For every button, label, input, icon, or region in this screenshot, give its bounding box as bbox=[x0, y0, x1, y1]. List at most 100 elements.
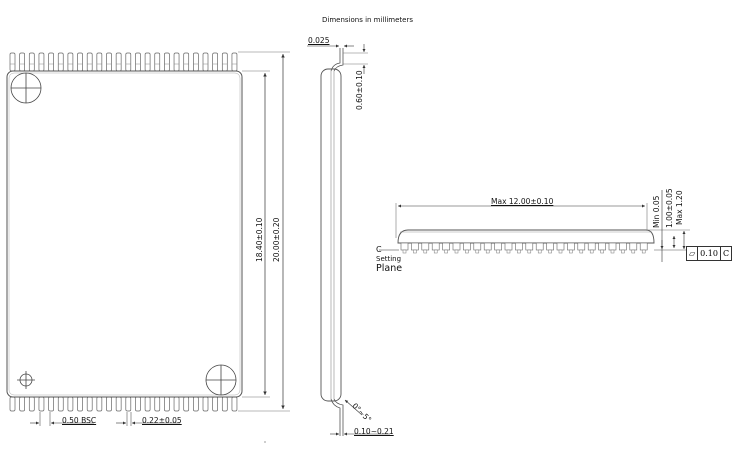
pin bbox=[567, 242, 575, 251]
pin bbox=[106, 396, 112, 412]
pin bbox=[86, 52, 93, 72]
ejector-mark-icon bbox=[205, 364, 237, 396]
lead-thickness-label: 0.025 bbox=[308, 36, 330, 45]
pin bbox=[57, 396, 64, 412]
datum-caption-plane: Plane bbox=[376, 263, 403, 274]
pin bbox=[48, 52, 54, 72]
pin bbox=[154, 52, 161, 72]
pin bbox=[96, 52, 103, 72]
pin bbox=[619, 242, 627, 251]
pin bbox=[19, 52, 25, 72]
pin bbox=[494, 242, 502, 251]
pin bbox=[535, 242, 544, 251]
package-body bbox=[6, 70, 243, 398]
pin bbox=[144, 52, 151, 72]
long-side-view bbox=[379, 190, 690, 262]
pin bbox=[173, 52, 180, 72]
flatness-value: 0.10 bbox=[698, 247, 721, 260]
pin bbox=[483, 242, 492, 251]
pin bbox=[473, 242, 482, 251]
pin bbox=[86, 396, 93, 412]
pin bbox=[442, 242, 450, 251]
pin bbox=[77, 52, 83, 72]
pin bbox=[115, 52, 122, 72]
pin bbox=[525, 242, 534, 251]
flatness-datum: C bbox=[722, 249, 730, 258]
pin bbox=[57, 52, 64, 72]
pin bbox=[400, 242, 409, 251]
pin bbox=[221, 396, 228, 412]
pin bbox=[598, 242, 606, 251]
pin bbox=[38, 396, 45, 412]
pin bbox=[556, 242, 565, 251]
body-length-label: 18.40±0.10 bbox=[255, 217, 264, 262]
pin bbox=[115, 396, 122, 412]
pin bbox=[221, 52, 228, 72]
pin bbox=[504, 242, 513, 251]
overall-length-label: 20.00±0.20 bbox=[272, 217, 281, 262]
standoff-label: Min 0.05 bbox=[652, 195, 661, 228]
pin bbox=[125, 396, 132, 412]
datum-caption-setting: Setting bbox=[376, 255, 402, 263]
end-side-view bbox=[307, 44, 390, 436]
pin bbox=[431, 242, 440, 251]
pin bbox=[421, 242, 430, 251]
pin bbox=[125, 52, 132, 72]
pin bbox=[515, 242, 523, 251]
lead-span-label: 0.10~0.21 bbox=[354, 427, 394, 436]
pin bbox=[577, 242, 586, 251]
pin bbox=[77, 396, 83, 412]
datum-letter: C bbox=[376, 245, 382, 254]
pin bbox=[463, 242, 471, 251]
pin bbox=[629, 242, 638, 251]
pin bbox=[639, 242, 648, 251]
pin bbox=[144, 396, 151, 412]
pin bbox=[183, 396, 190, 412]
pin bbox=[164, 396, 170, 412]
flatness-control-frame: ⏥ 0.10 C bbox=[686, 246, 733, 261]
pin bbox=[38, 52, 45, 72]
pin bbox=[546, 242, 554, 251]
pin bbox=[9, 396, 16, 412]
pin bbox=[28, 52, 35, 72]
pin bbox=[411, 242, 419, 251]
pin bbox=[96, 396, 103, 412]
pin bbox=[212, 52, 218, 72]
max-height-label: Max 1.20 bbox=[675, 190, 684, 225]
pin bbox=[193, 52, 199, 72]
pin-width-label: 0.22±0.05 bbox=[142, 416, 182, 425]
side-pin-row bbox=[400, 242, 648, 254]
pin1-marker-icon bbox=[10, 72, 42, 104]
pin bbox=[193, 396, 199, 412]
top-pin-row bbox=[9, 52, 238, 72]
pin bbox=[231, 396, 238, 412]
pin bbox=[9, 52, 16, 72]
pin bbox=[154, 396, 161, 412]
pin bbox=[587, 242, 596, 251]
pin bbox=[231, 52, 238, 72]
pin bbox=[164, 52, 170, 72]
pin bbox=[173, 396, 180, 412]
pin bbox=[135, 396, 141, 412]
top-view bbox=[6, 51, 290, 426]
pin bbox=[19, 396, 25, 412]
small-crosshair-icon bbox=[17, 371, 35, 389]
pin bbox=[106, 52, 112, 72]
body-thickness-label: 1.00±0.05 bbox=[665, 188, 674, 228]
flatness-symbol-icon: ⏥ bbox=[687, 247, 699, 260]
drawing-title: Dimensions in millimeters bbox=[322, 16, 413, 24]
body-width-label: Max 12.00±0.10 bbox=[491, 197, 554, 206]
pin bbox=[608, 242, 617, 251]
pin bbox=[202, 396, 209, 412]
pin bbox=[202, 52, 209, 72]
lead-length-label: 0.60±0.10 bbox=[355, 70, 364, 110]
pin-pitch-label: 0.50 BSC bbox=[62, 416, 97, 425]
pin bbox=[452, 242, 461, 251]
pin bbox=[67, 396, 74, 412]
pin bbox=[48, 396, 54, 412]
bottom-pin-row bbox=[9, 396, 238, 412]
pin bbox=[135, 52, 141, 72]
pin bbox=[212, 396, 218, 412]
pin bbox=[67, 52, 74, 72]
